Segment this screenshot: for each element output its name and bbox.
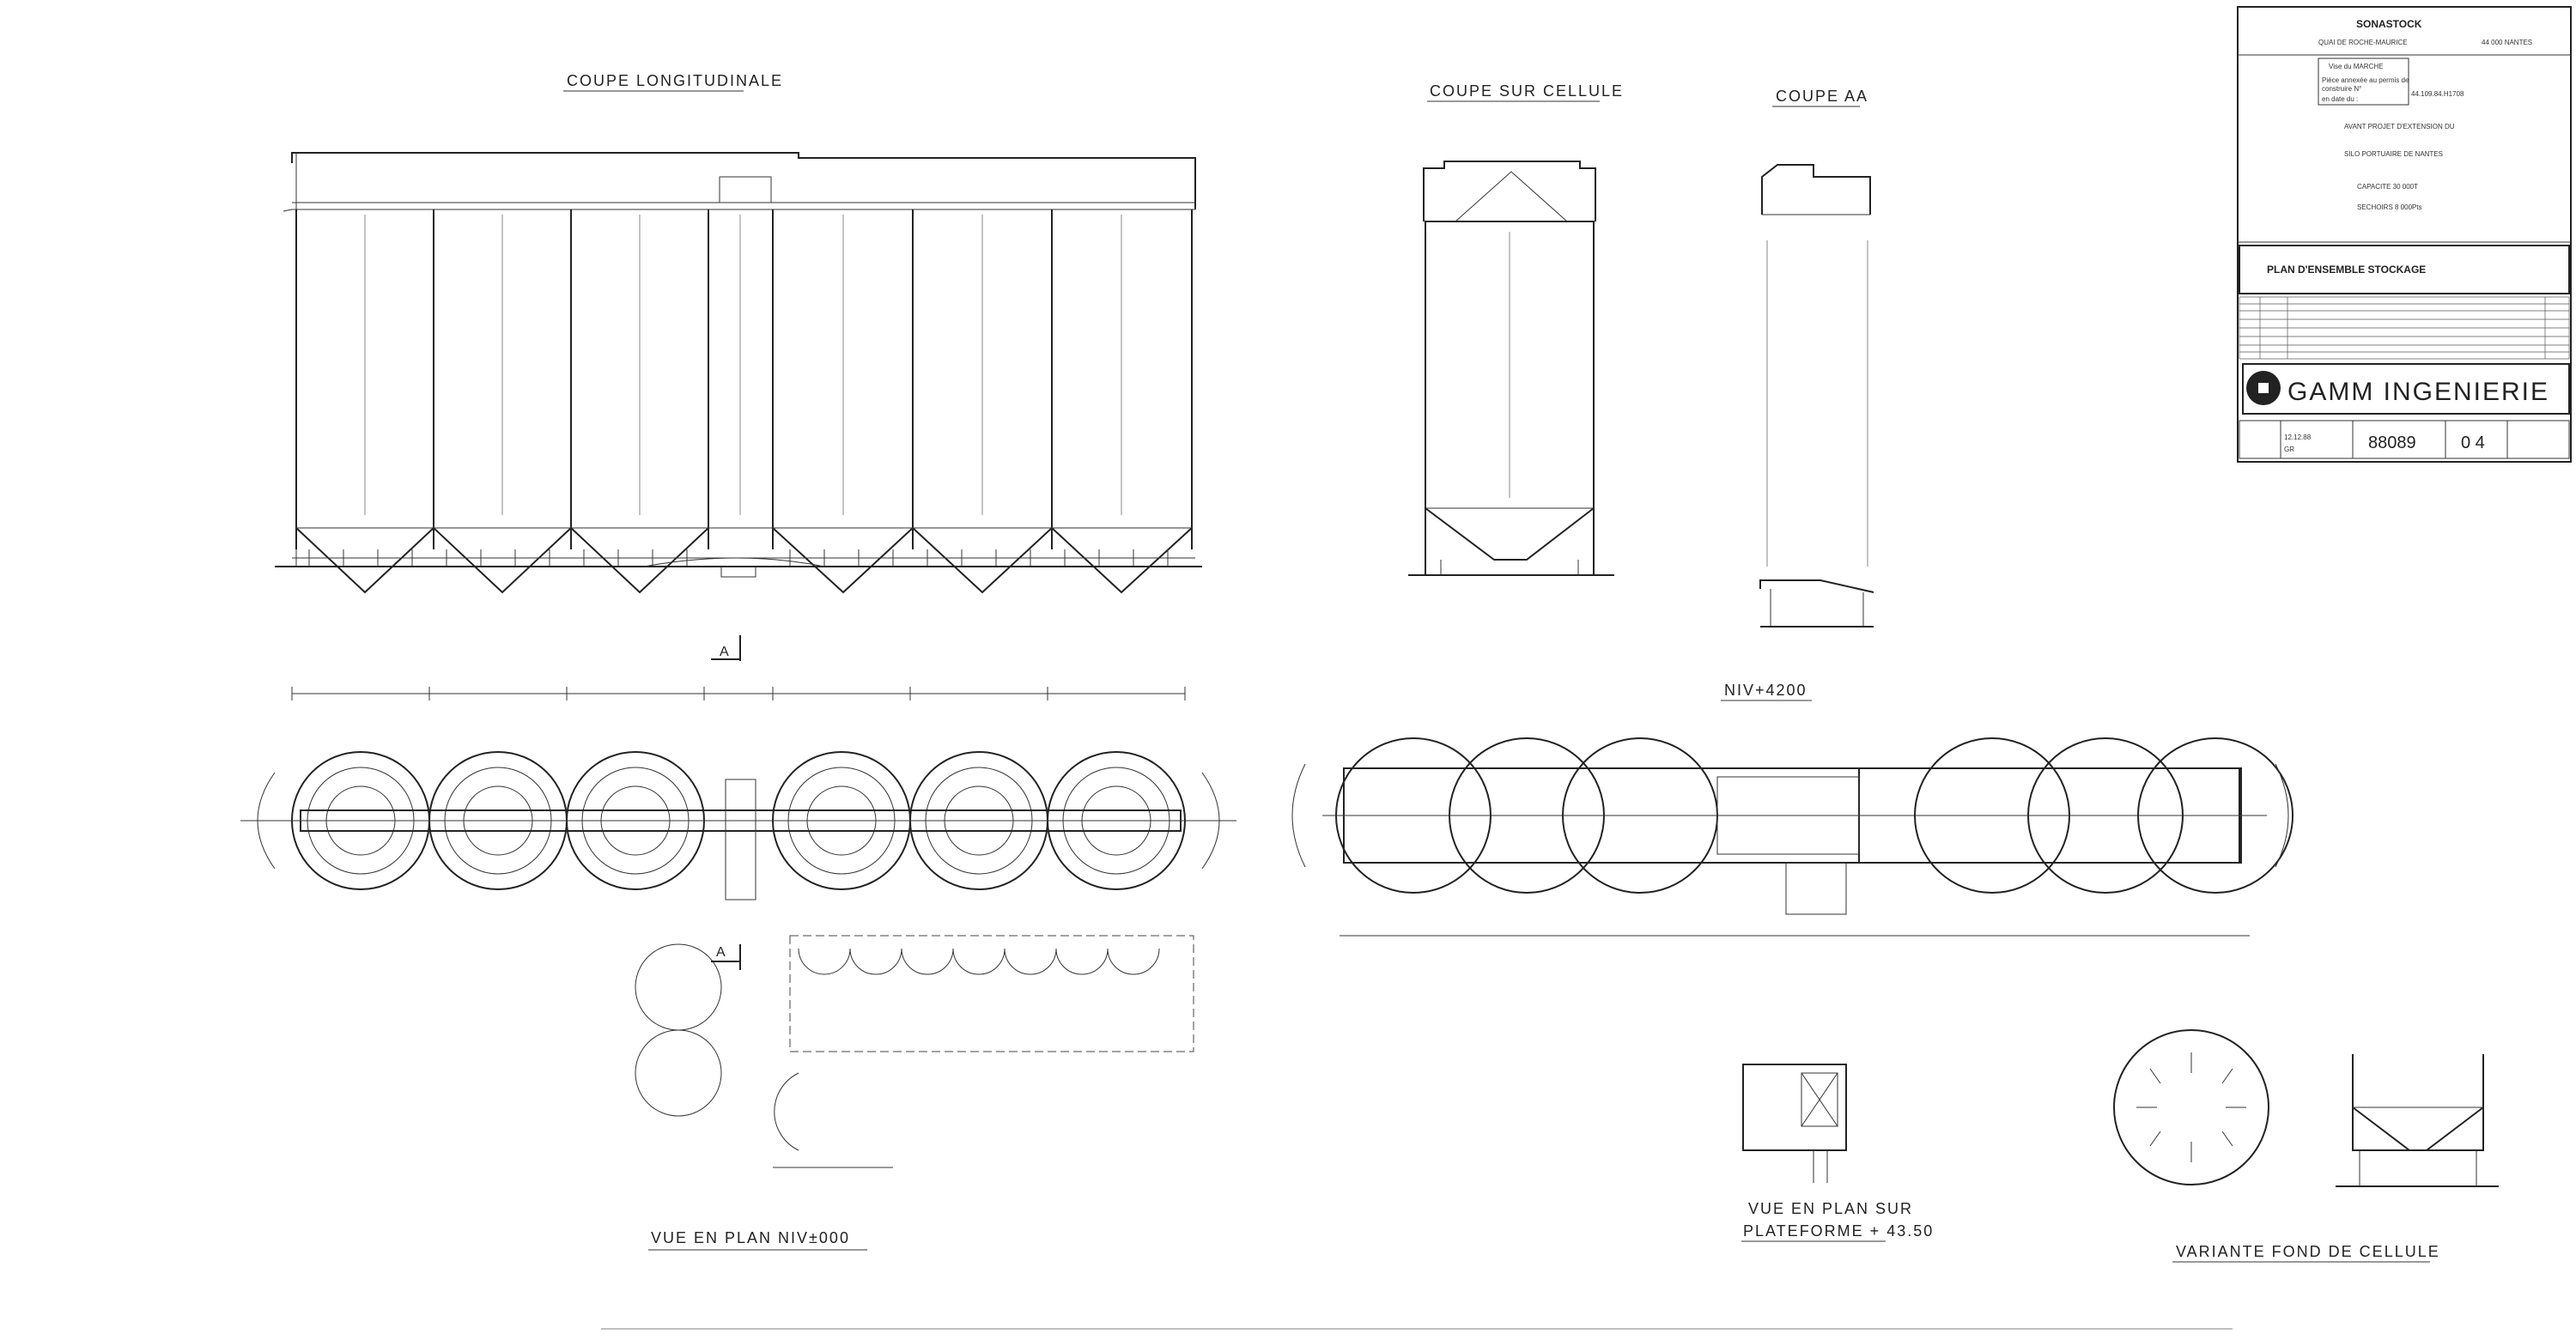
title-variante: VARIANTE FOND DE CELLULE (2176, 1243, 2440, 1260)
tb-company: SONASTOCK (2356, 18, 2422, 30)
tb-stamp-1: Vise du MARCHE (2329, 63, 2383, 70)
title-coupe-longitudinale: COUPE LONGITUDINALE (567, 72, 783, 89)
variante-fond-de-cellule (2113, 1029, 2499, 1187)
tb-sheet-number: 0 4 (2461, 434, 2485, 452)
tb-project-1: AVANT PROJET D'EXTENSION DU (2344, 123, 2455, 130)
title-coupe-aa: COUPE AA (1776, 88, 1868, 105)
coupe-aa-view (1759, 164, 1874, 628)
svg-text:A: A (716, 945, 726, 960)
section-marker-bottom: A (711, 944, 741, 970)
tb-plan-title: PLAN D'ENSEMBLE STOCKAGE (2267, 264, 2426, 276)
plan-plateforme (1742, 1064, 1847, 1183)
plan-niv-4200 (1291, 737, 2293, 937)
title-plateforme-2: PLATEFORME + 43.50 (1743, 1222, 1934, 1240)
tb-stamp-2: Pièce annexée au permis de (2322, 76, 2409, 84)
vue-en-plan-niv000 (240, 687, 1236, 1168)
tb-project-number: 88089 (2368, 434, 2416, 452)
title-vue-en-plan-niv000: VUE EN PLAN NIV±000 (651, 1229, 850, 1246)
title-block: SONASTOCK QUAI DE ROCHE-MAURICE 44 000 N… (2237, 6, 2572, 463)
title-niv-4200: NIV+4200 (1724, 682, 1807, 699)
tb-project-2: SILO PORTUAIRE DE NANTES (2344, 150, 2443, 158)
tb-capacity: CAPACITE 30 000T (2357, 183, 2418, 191)
svg-text:A: A (720, 645, 729, 659)
title-coupe-sur-cellule: COUPE SUR CELLULE (1430, 82, 1624, 100)
title-plateforme-1: VUE EN PLAN SUR (1748, 1200, 1913, 1217)
coupe-longitudinale-view (275, 152, 1202, 594)
tb-address: QUAI DE ROCHE-MAURICE (2318, 39, 2408, 46)
tb-stamp-4: en date du : (2322, 95, 2358, 103)
section-marker-top: A (711, 635, 741, 661)
tb-date: 12.12.88 (2284, 434, 2312, 441)
tb-dryers: SECHOIRS 8 000Pts (2357, 203, 2422, 211)
tb-engineering-firm: GAMM INGENIERIE (2287, 378, 2549, 406)
tb-postal-city: 44 000 NANTES (2482, 39, 2532, 46)
tb-drawn-by: GR (2284, 446, 2294, 453)
tb-stamp-3: construire N° (2322, 85, 2361, 93)
coupe-sur-cellule-view (1408, 161, 1614, 576)
tb-permit-ref: 44.109.84.H1708 (2411, 90, 2464, 98)
